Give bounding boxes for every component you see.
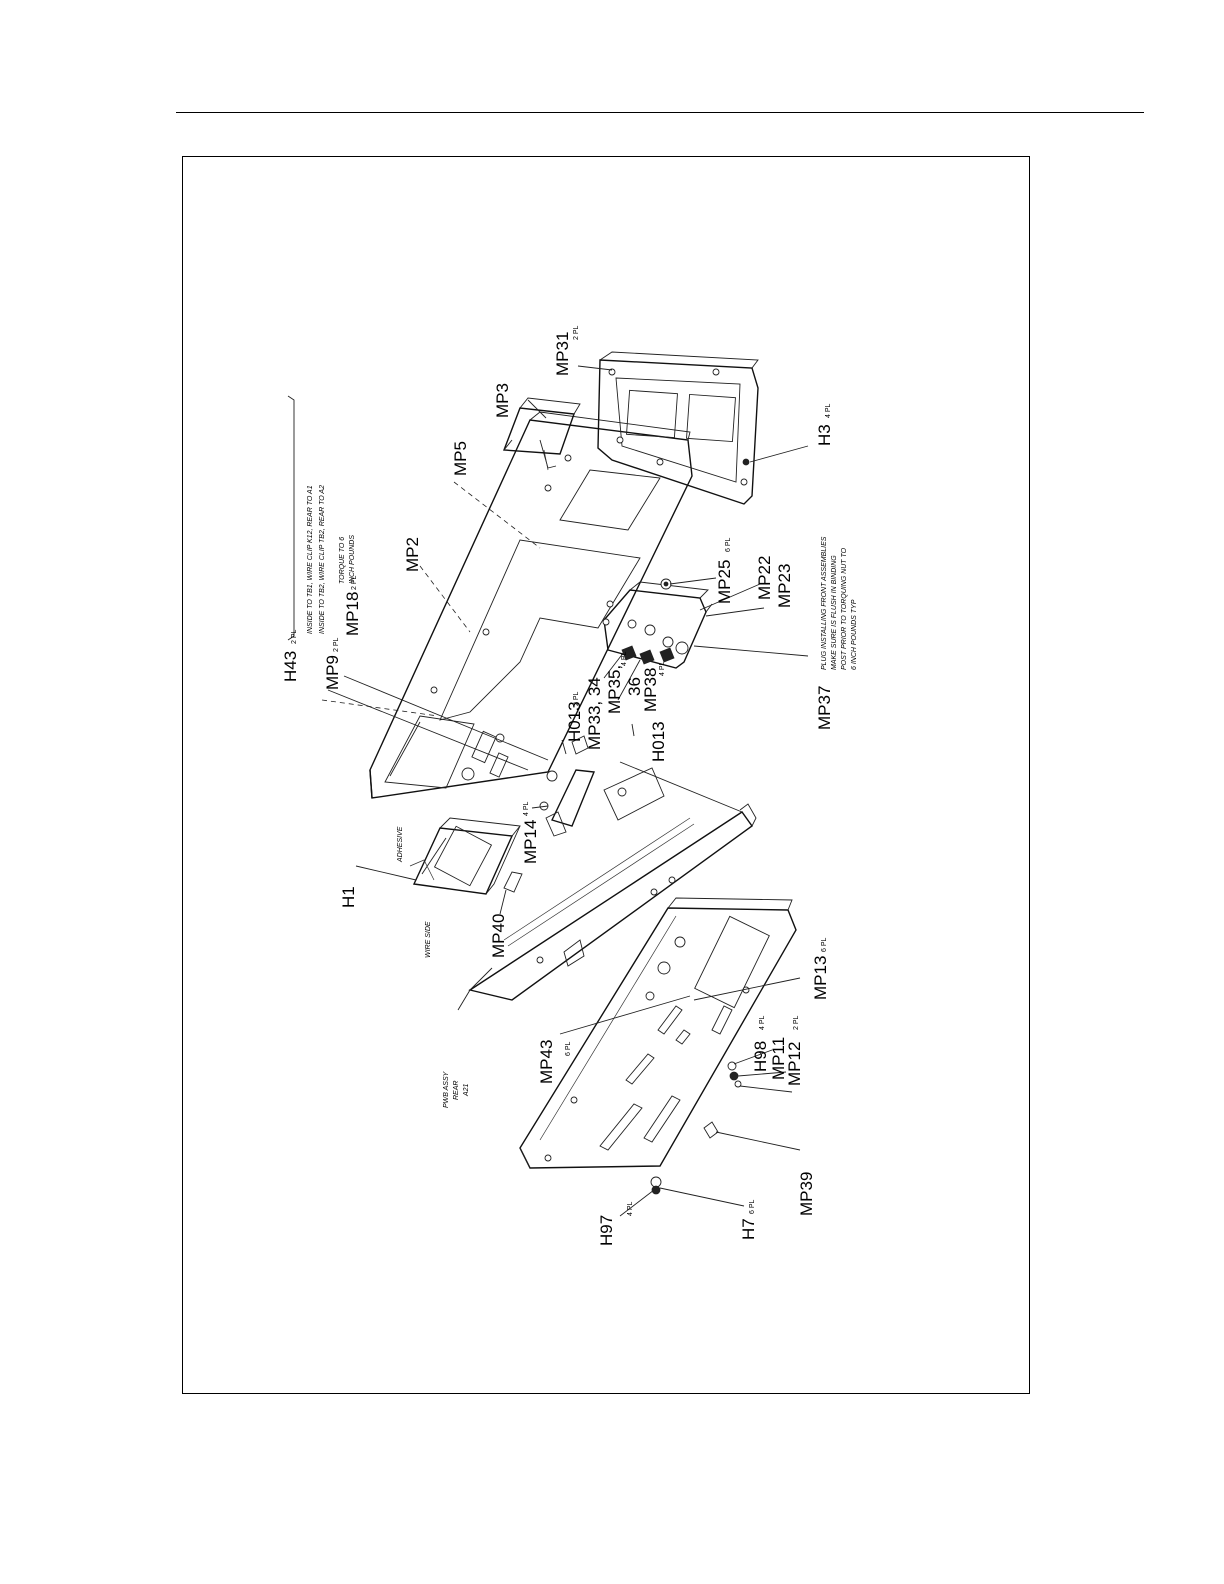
foot-mp39 bbox=[703, 1121, 719, 1139]
label-mp14-qty: 4 PL bbox=[523, 801, 530, 816]
label-mp3: MP3 bbox=[493, 383, 512, 418]
label-mp35-qty: 4 PL bbox=[621, 651, 628, 666]
label-mp14: MP14 bbox=[521, 820, 540, 864]
label-mp31-qty: 2 PL bbox=[573, 325, 580, 340]
label-h013-a-qty: 2 PL bbox=[573, 691, 580, 706]
label-h43-qty: 2 PL bbox=[291, 629, 298, 644]
label-mp13-qty: 6 PL bbox=[821, 937, 828, 952]
label-mp11: MP11 bbox=[769, 1037, 788, 1080]
label-mp43-qty: 6 PL bbox=[565, 1041, 572, 1056]
note-right-line4: 6 INCH POUNDS TYP bbox=[851, 599, 858, 670]
label-mp12-qty: 2 PL bbox=[793, 1015, 800, 1030]
label-36: 36 bbox=[625, 677, 644, 696]
end-panel-mp31 bbox=[597, 351, 759, 505]
nut-mp25 bbox=[660, 578, 672, 590]
label-h3: H3 bbox=[815, 424, 834, 446]
label-mp43: MP43 bbox=[537, 1040, 556, 1084]
label-mp18: MP18 bbox=[343, 592, 362, 636]
label-h013-b: H013 bbox=[649, 721, 668, 762]
label-h7-qty: 6 PL bbox=[749, 1199, 756, 1214]
top-chassis-panel bbox=[369, 411, 693, 799]
module-h1 bbox=[409, 817, 521, 895]
label-mp23: MP23 bbox=[775, 564, 794, 608]
label-mp38-qty: 4 PL bbox=[659, 661, 666, 676]
note-top-line2: INSIDE TO TB2, WIRE CLIP TB2, REAR TO A2 bbox=[319, 485, 326, 634]
label-h97: H97 bbox=[597, 1215, 616, 1246]
note-right-line2: MAKE SURE IS FLUSH IN BINDING bbox=[831, 555, 838, 670]
hardware-h98-mp11-mp12 bbox=[727, 1061, 742, 1088]
label-mp38: MP38 bbox=[641, 668, 660, 712]
label-mp40: MP40 bbox=[489, 914, 508, 958]
label-h1: H1 bbox=[339, 886, 358, 908]
label-h7: H7 bbox=[739, 1218, 758, 1240]
label-h3-qty: 4 PL bbox=[825, 403, 832, 418]
note-pwb-line1: PWB ASSY bbox=[443, 1070, 450, 1108]
label-mp2: MP2 bbox=[403, 537, 422, 572]
note-pwb-line2: REAR bbox=[453, 1081, 460, 1100]
label-mp18-qty: 2 PL bbox=[351, 575, 358, 590]
label-h98: H98 bbox=[751, 1041, 770, 1072]
pad-mp40 bbox=[503, 871, 523, 893]
leader-lines bbox=[287, 365, 809, 1217]
note-torque-line1: TORQUE TO 6 bbox=[339, 537, 346, 584]
label-mp12: MP12 bbox=[785, 1042, 804, 1086]
label-mp9: MP9 bbox=[323, 655, 342, 690]
note-h1-bottom: WIRE SIDE bbox=[425, 921, 432, 958]
label-mp37: MP37 bbox=[815, 686, 834, 730]
label-mp13: MP13 bbox=[811, 956, 830, 1000]
label-mp35: MP35, bbox=[605, 665, 624, 714]
bracket-mp14 bbox=[539, 735, 595, 837]
header-rule bbox=[176, 112, 1144, 113]
label-mp22: MP22 bbox=[755, 556, 774, 600]
screw-stack-h7-h97 bbox=[650, 1176, 662, 1195]
note-right-line3: POST PRIOR TO TORQUING NUT TO bbox=[841, 547, 848, 670]
label-h97-qty: 4 PL bbox=[627, 1201, 634, 1216]
note-pwb-line3: A21 bbox=[463, 1083, 470, 1097]
note-h1-top: ADHESIVE bbox=[397, 826, 404, 863]
binding-post-assembly-mp37 bbox=[602, 581, 713, 669]
label-mp5: MP5 bbox=[451, 441, 470, 476]
label-h013-a: H013 bbox=[565, 701, 584, 742]
label-mp25: MP25 bbox=[715, 560, 734, 604]
note-top-line1: INSIDE TO TB1, WIRE CLIP K12, REAR TO A1 bbox=[307, 485, 314, 634]
circuit-board-a21 bbox=[468, 761, 757, 1001]
label-mp31: MP31 bbox=[553, 332, 572, 376]
note-torque-line2: INCH POUNDS bbox=[349, 535, 356, 584]
labels: MP31 2 PL MP3 MP5 H3 4 PL MP2 MP18 2 PL … bbox=[281, 325, 858, 1246]
label-mp39: MP39 bbox=[797, 1172, 816, 1216]
label-h98-qty: 4 PL bbox=[759, 1015, 766, 1030]
bottom-chassis-panel bbox=[519, 897, 797, 1169]
bracket-mp3 bbox=[503, 397, 581, 455]
screw-h3 bbox=[742, 445, 809, 466]
label-mp25-qty: 6 PL bbox=[725, 537, 732, 552]
label-mp33-34: MP33, 34 bbox=[585, 677, 604, 750]
note-right-line1: PLUG INSTALLING FRONT ASSEMBLIES bbox=[821, 536, 828, 670]
label-h43: H43 bbox=[281, 651, 300, 682]
figure-frame bbox=[182, 156, 1030, 1394]
label-mp9-qty: 2 PL bbox=[333, 637, 340, 652]
